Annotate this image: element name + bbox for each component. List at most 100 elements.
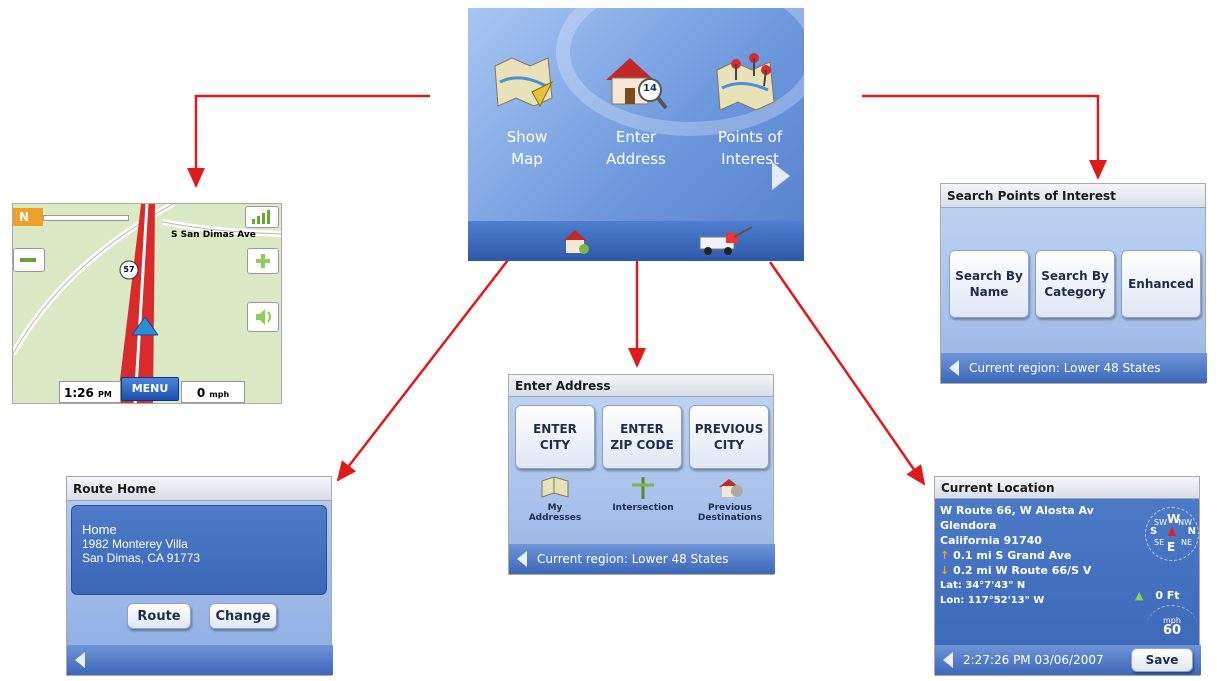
compass-n: N: [1187, 526, 1196, 537]
heading-indicator: N: [13, 208, 43, 226]
enter-zip-label-2: ZIP CODE: [610, 438, 674, 452]
previous-city-button[interactable]: PREVIOUS CITY: [689, 405, 769, 469]
address-book-icon: [541, 476, 569, 498]
points-of-interest-button[interactable]: Points of Interest: [700, 48, 800, 188]
enter-address-label-2: Address: [606, 150, 666, 168]
route-home-title: Route Home: [67, 477, 331, 501]
previous-destinations-label-1: Previous: [707, 503, 753, 513]
enter-address-footer: Current region: Lower 48 States: [509, 544, 775, 574]
map-view-screen: 57 N S San Dimas Ave 1:26 PM MENU 0 mph: [12, 203, 282, 404]
map-canvas[interactable]: [13, 204, 282, 404]
chevron-right-icon[interactable]: [772, 162, 790, 190]
search-poi-title: Search Points of Interest: [941, 184, 1205, 208]
arrow-to-route-home: [336, 259, 509, 482]
enter-city-label-1: ENTER: [533, 422, 577, 436]
route-home-footer: [67, 645, 333, 675]
back-arrow-icon[interactable]: [943, 652, 953, 668]
back-arrow-icon[interactable]: [75, 652, 85, 668]
heading-bar: [43, 215, 129, 221]
main-menu-bottom-bar: [468, 221, 804, 261]
compass-e: E: [1167, 540, 1176, 554]
enter-address-label-1: Enter: [615, 128, 657, 146]
save-button[interactable]: Save: [1131, 648, 1193, 672]
route-button[interactable]: Route: [127, 603, 191, 629]
map-status-bar: 1:26 PM MENU 0 mph: [59, 377, 281, 403]
intersection-icon: [632, 477, 654, 499]
compass-widget: W S N E SW NW SE NE: [1145, 507, 1199, 561]
intersection-label: Intersection: [612, 503, 674, 513]
map-pins-icon: [716, 53, 775, 111]
up-arrow-icon: ↑: [940, 549, 950, 562]
arrow-to-poi: [862, 94, 1107, 180]
elevation-value: 0 Ft: [1155, 589, 1180, 602]
enter-city-button[interactable]: ENTER CITY: [515, 405, 595, 469]
enter-city-label-2: CITY: [539, 438, 571, 452]
enter-zip-label-1: ENTER: [620, 422, 664, 436]
enhanced-button[interactable]: Enhanced: [1121, 250, 1201, 318]
elevation-row: ▲ 0 Ft: [1135, 589, 1180, 602]
previous-destinations-icon: [719, 479, 743, 497]
poi-label-2: Interest: [721, 150, 779, 168]
timestamp: 2:27:26 PM 03/06/2007: [963, 653, 1104, 667]
arrow-to-current-location: [768, 261, 926, 486]
previous-city-label-2: CITY: [713, 438, 745, 452]
compass-se: SE: [1154, 538, 1165, 547]
enter-address-title: Enter Address: [509, 375, 773, 397]
mountain-icon: ▲: [1135, 589, 1144, 602]
speed-unit: mph: [209, 390, 230, 399]
compass-s: S: [1150, 526, 1158, 537]
search-by-category-label-1: Search By: [1041, 269, 1109, 283]
tow-truck-icon[interactable]: [696, 225, 756, 257]
zoom-out-button[interactable]: [13, 248, 45, 272]
compass-w: W: [1167, 512, 1181, 526]
my-addresses-shortcut[interactable]: My Addresses: [519, 475, 591, 535]
speed-value: 60: [1162, 623, 1182, 638]
volume-button[interactable]: [247, 302, 279, 332]
back-arrow-icon[interactable]: [517, 551, 527, 567]
change-button[interactable]: Change: [209, 603, 277, 629]
poi-label-1: Points of: [717, 128, 783, 146]
speaker-icon: [256, 309, 271, 325]
search-poi-screen: Search Points of Interest Search By Name…: [940, 183, 1207, 384]
minus-icon: [20, 258, 36, 262]
previous-city-label-1: PREVIOUS: [694, 422, 764, 436]
enter-address-button[interactable]: 14 Enter Address: [590, 48, 682, 188]
street-name: S San Dimas Ave: [171, 230, 256, 240]
time-box: 1:26 PM: [59, 381, 121, 403]
current-location-title: Current Location: [935, 477, 1199, 499]
current-location-footer: 2:27:26 PM 03/06/2007 Save: [935, 645, 1201, 675]
my-addresses-label-2: Addresses: [528, 513, 582, 523]
back-arrow-icon[interactable]: [949, 360, 959, 376]
region-text: Current region: Lower 48 States: [537, 552, 729, 566]
zoom-in-button[interactable]: [247, 248, 279, 274]
route-home-icon[interactable]: [560, 227, 594, 255]
previous-destinations-label-2: Destinations: [697, 513, 763, 523]
map-icon: [494, 57, 554, 108]
speedometer: mph 60: [1147, 605, 1197, 646]
menu-button[interactable]: MENU: [121, 377, 179, 401]
compass-nw: NW: [1178, 518, 1192, 527]
region-text: Current region: Lower 48 States: [969, 361, 1161, 375]
direction-line2: ↓ 0.2 mi W Route 66/S V: [940, 564, 1092, 577]
compass-needle-icon: [1168, 526, 1176, 536]
time-value: 1:26: [64, 386, 94, 400]
home-address-line2: San Dimas, CA 91773: [82, 551, 201, 565]
compass-sw: SW: [1154, 518, 1167, 527]
show-map-label-2: Map: [511, 150, 543, 168]
location-line3: California 91740: [940, 534, 1042, 547]
location-line1: W Route 66, W Alosta Av: [940, 504, 1094, 517]
show-map-button[interactable]: Show Map: [482, 48, 572, 188]
route-shield: 57: [123, 265, 135, 274]
latitude: Lat: 34°7'43" N: [940, 580, 1026, 591]
previous-destinations-shortcut[interactable]: Previous Destinations: [689, 475, 771, 535]
vehicle-position-icon: [132, 317, 158, 336]
intersection-shortcut[interactable]: Intersection: [605, 475, 681, 535]
time-suffix: PM: [98, 390, 112, 399]
main-menu-screen: Show Map 14 Enter Address Points of In: [468, 0, 824, 261]
current-location-screen: Current Location W Route 66, W Alosta Av…: [934, 476, 1201, 676]
home-address-box[interactable]: Home 1982 Monterey Villa San Dimas, CA 9…: [71, 505, 327, 595]
enter-zip-button[interactable]: ENTER ZIP CODE: [602, 405, 682, 469]
address-badge: 14: [643, 83, 657, 94]
search-by-name-button[interactable]: Search By Name: [949, 250, 1029, 318]
search-by-category-button[interactable]: Search By Category: [1035, 250, 1115, 318]
